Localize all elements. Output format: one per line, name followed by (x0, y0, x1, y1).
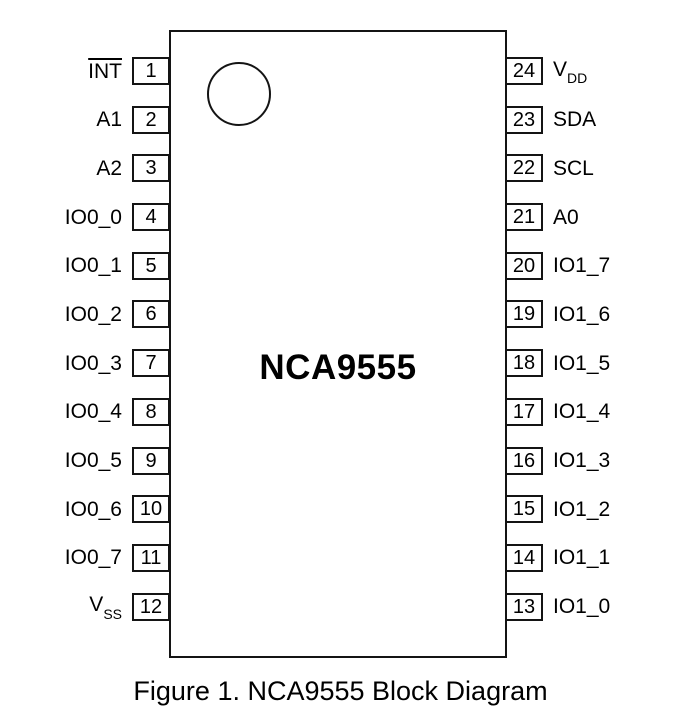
pin-label-io0-2: IO0_2 (64, 302, 122, 326)
pin-row-12: VSS 12 (89, 592, 170, 621)
pin-label-scl: SCL (553, 156, 594, 180)
pin-label-io0-6: IO0_6 (64, 497, 122, 521)
pin-row-10: IO0_6 10 (64, 495, 170, 524)
pin-row-9: IO0_5 9 (64, 446, 170, 475)
pin-row-6: IO0_2 6 (64, 300, 170, 329)
pin-label-io1-0: IO1_0 (553, 595, 611, 619)
pin-row-1: INT 1 (88, 57, 170, 85)
pin-box-16: 16 (505, 446, 543, 475)
right-pin-column: 24 VDD 23 SDA 22 SCL 21 A0 20 IO1_7 19 I… (505, 57, 610, 621)
pin-box-23: 23 (505, 105, 543, 134)
pin-row-17: 17 IO1_4 (505, 397, 611, 426)
pin-box-18: 18 (505, 349, 543, 378)
pin-box-7: 7 (132, 349, 170, 378)
pin-row-11: IO0_7 11 (64, 543, 170, 572)
pin-box-11: 11 (132, 543, 170, 572)
pin-row-5: IO0_1 5 (64, 251, 170, 280)
figure-caption: Figure 1. NCA9555 Block Diagram (133, 676, 548, 706)
pin-row-13: 13 IO1_0 (505, 592, 611, 621)
pin-label-int: INT (88, 59, 122, 83)
pin-row-7: IO0_3 7 (64, 349, 170, 378)
vss-main: V (89, 593, 104, 617)
vdd-subscript: DD (567, 70, 588, 87)
pin-box-17: 17 (505, 397, 543, 426)
pin-box-12: 12 (132, 592, 170, 621)
pin-box-14: 14 (505, 543, 543, 572)
pin-box-3: 3 (132, 154, 170, 183)
pin-row-22: 22 SCL (505, 154, 594, 183)
pin-row-21: 21 A0 (505, 203, 579, 232)
pin-row-14: 14 IO1_1 (505, 543, 611, 572)
pin-box-20: 20 (505, 251, 543, 280)
pin-label-a2: A2 (96, 156, 122, 180)
pin-label-io1-4: IO1_4 (553, 400, 611, 424)
pin-label-io0-3: IO0_3 (64, 351, 122, 375)
chip-body: NCA9555 (169, 30, 507, 658)
pin-label-io0-0: IO0_0 (64, 205, 122, 229)
chip-name: NCA9555 (259, 348, 417, 387)
pin-box-9: 9 (132, 446, 170, 475)
vss-subscript: SS (103, 605, 122, 622)
pin-label-io1-6: IO1_6 (553, 302, 611, 326)
pin-row-8: IO0_4 8 (64, 397, 170, 426)
pin-row-15: 15 IO1_2 (505, 495, 611, 524)
pin-box-1: 1 (132, 57, 170, 85)
pin-box-21: 21 (505, 203, 543, 232)
pin-row-19: 19 IO1_6 (505, 300, 611, 329)
pin-box-4: 4 (132, 203, 170, 232)
pin-label-vdd: VDD (553, 57, 588, 87)
pin-label-a0: A0 (553, 205, 579, 229)
left-pin-column: INT 1 A1 2 A2 3 IO0_0 4 IO0_1 5 IO0_2 6 … (65, 57, 170, 621)
pin-label-io1-7: IO1_7 (553, 254, 611, 278)
pin-label-vss: VSS (89, 593, 122, 620)
pin-label-io1-5: IO1_5 (553, 351, 611, 375)
pin-box-15: 15 (505, 495, 543, 524)
pin-box-8: 8 (132, 397, 170, 426)
pin-label-io0-5: IO0_5 (64, 449, 122, 472)
pin-box-10: 10 (132, 495, 170, 524)
pin-box-5: 5 (132, 251, 170, 280)
pin-row-20: 20 IO1_7 (505, 251, 611, 280)
pin-row-24: 24 VDD (505, 57, 587, 85)
pin-row-18: 18 IO1_5 (505, 349, 611, 378)
pin-box-6: 6 (132, 300, 170, 329)
pin-box-19: 19 (505, 300, 543, 329)
pin-box-24: 24 (505, 57, 543, 85)
pin-label-io1-2: IO1_2 (553, 497, 611, 521)
pin-row-4: IO0_0 4 (64, 203, 170, 232)
pin-label-io0-4: IO0_4 (64, 400, 122, 424)
pin1-indicator-circle (207, 62, 271, 126)
pin-box-13: 13 (505, 592, 543, 621)
vdd-main: V (553, 57, 568, 81)
pin-row-23: 23 SDA (505, 105, 597, 134)
pin-box-2: 2 (132, 105, 170, 134)
pin-label-io1-3: IO1_3 (553, 449, 611, 472)
pin-label-io1-1: IO1_1 (553, 546, 611, 570)
pin-row-2: A1 2 (96, 105, 170, 134)
pin-label-sda: SDA (553, 108, 597, 132)
pin-label-io0-7: IO0_7 (64, 546, 122, 570)
pin-box-22: 22 (505, 154, 543, 183)
pin-row-16: 16 IO1_3 (505, 446, 611, 475)
pin-row-3: A2 3 (96, 154, 170, 183)
pin-label-a1: A1 (96, 108, 122, 132)
pin-label-io0-1: IO0_1 (64, 254, 122, 278)
